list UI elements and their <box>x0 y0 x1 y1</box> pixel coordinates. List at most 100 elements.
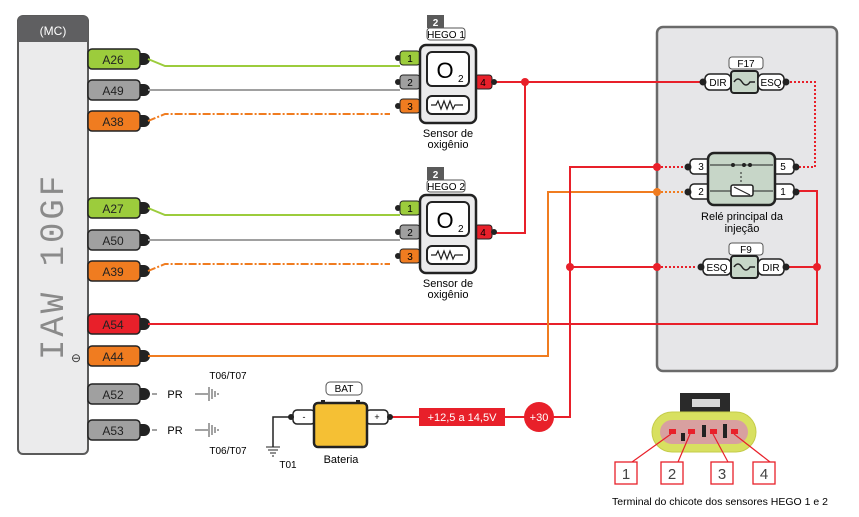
battery-tag: BAT <box>335 384 354 395</box>
sensor-pin-label: 2 <box>407 228 413 239</box>
junction-dots <box>521 78 821 271</box>
ecu-pin-a49: A49 <box>87 79 150 101</box>
fuse-f17: F17 DIR ESQ <box>699 56 790 94</box>
sensor-caption: oxigênio <box>428 289 469 301</box>
relay-body <box>706 151 777 207</box>
ecu-pin-label: A27 <box>102 202 124 216</box>
ecu-pin-a50: A50 <box>87 229 150 251</box>
a52-ground-point: T06/T07 <box>209 371 247 382</box>
battery: BAT T01 - + Bateria +12,5 a 14,5V +30 <box>266 381 554 471</box>
sensor-badge: 2 <box>433 170 439 181</box>
wire-a38 <box>147 113 390 122</box>
ecu-header-label: (MC) <box>40 24 67 38</box>
svg-text:4: 4 <box>760 466 768 483</box>
svg-text:2: 2 <box>668 466 676 483</box>
terminal-30-label: +30 <box>530 412 549 424</box>
battery-positive: + <box>374 412 379 422</box>
ecu-pin-label: A49 <box>102 84 124 98</box>
voltage-badge <box>419 408 505 426</box>
svg-text:2: 2 <box>458 74 464 85</box>
sensor-pin-label: 1 <box>407 54 413 65</box>
ecu-pin-label: A50 <box>102 234 124 248</box>
ecu-pin-a53: A53 <box>87 419 150 441</box>
voltage-label: +12,5 a 14,5V <box>428 412 497 424</box>
ecu-name: IAW 10GF <box>36 173 74 360</box>
svg-text:O: O <box>436 58 453 83</box>
ecu-module: (MC) IAW 10GF ⊖ <box>17 15 89 455</box>
battery-negative: - <box>303 412 306 422</box>
fuse-f17-right-label: ESQ <box>760 78 781 89</box>
sensor-harness-connector <box>631 393 771 463</box>
chassis-ground-icon <box>208 387 219 401</box>
battery-label: Bateria <box>324 454 360 466</box>
ground-icon <box>266 446 280 457</box>
ecu-pin-a26: A26 <box>87 48 150 70</box>
connector-pin-4: 4 <box>752 461 776 485</box>
relay-pin-5: 5 <box>780 162 786 173</box>
wire-a26 <box>147 58 400 67</box>
battery-body <box>312 401 369 449</box>
sensor-badge: 2 <box>433 18 439 29</box>
battery-ground-point: T01 <box>279 460 297 471</box>
relay-pin-2: 2 <box>698 187 704 198</box>
sensor-caption: oxigênio <box>428 139 469 151</box>
wire-f17-relay5 <box>790 81 816 168</box>
connector-pin-2: 2 <box>660 461 684 485</box>
fuse-f17-tag: F17 <box>737 59 755 70</box>
wires-hego2 <box>147 207 400 272</box>
sensor-caption: Sensor de <box>423 278 473 290</box>
svg-text:2: 2 <box>458 224 464 235</box>
ecu-pin-label: A38 <box>102 115 124 129</box>
fuse-f9-left-label: ESQ <box>706 263 727 274</box>
o2-icon <box>426 201 470 237</box>
svg-text:3: 3 <box>718 466 726 483</box>
ecu-pin-label: A44 <box>102 350 124 364</box>
fuse-f9-tag: F9 <box>740 245 752 256</box>
ecu-pin-a44: A44 <box>87 345 150 367</box>
a53-ground-point: T06/T07 <box>209 446 247 457</box>
chassis-ground-icon <box>208 423 219 437</box>
ecu-pin-a27: A27 <box>87 197 150 219</box>
ecu-pin-label: A54 <box>102 318 124 332</box>
ecu-pin-label: A53 <box>102 424 124 438</box>
o2-icon <box>426 51 470 87</box>
sensor-pin-label: 1 <box>407 204 413 215</box>
wires-hego1 <box>147 58 400 122</box>
sensor-caption: Sensor de <box>423 128 473 140</box>
fuse-f17-left-label: DIR <box>709 78 726 89</box>
main-injection-relay: 3 2 5 1 Relé principal da injeção <box>684 151 800 235</box>
internal-wires <box>657 81 816 268</box>
sensor-pin-label: 2 <box>407 78 413 89</box>
wire-hego2-pin4 <box>495 82 526 234</box>
connector-pin-3: 3 <box>710 461 734 485</box>
relay-pin-1: 1 <box>780 187 786 198</box>
relay-caption-1: Relé principal da <box>701 211 784 223</box>
ecu-pin-label: A52 <box>102 388 124 402</box>
ecu-pin-label: A26 <box>102 53 124 67</box>
fuse-f9-right-label: DIR <box>762 263 779 274</box>
ecu-pin-a39: A39 <box>87 260 150 282</box>
wire-a44-relay2 <box>148 191 657 357</box>
svg-text:1: 1 <box>622 466 630 483</box>
connector-caption: Terminal do chicote dos sensores HEGO 1 … <box>612 496 828 508</box>
sensor-pin-label: 3 <box>407 102 413 113</box>
ecu-pin-a52: A52 <box>87 383 150 405</box>
a53-wire-color: PR <box>167 425 182 437</box>
ecu-pin-label: A39 <box>102 265 124 279</box>
ecu-grounds: PR T06/T07 PR T06/T07 <box>152 371 247 457</box>
relay-caption-2: injeção <box>725 223 760 235</box>
terminal-30-badge <box>524 402 554 432</box>
wire-a39 <box>147 263 390 272</box>
sensor-pin-label: 4 <box>480 228 486 239</box>
wire-a27 <box>147 207 400 216</box>
sensor-tag: HEGO 1 <box>427 30 465 41</box>
ecu-header <box>18 16 88 42</box>
a52-wire-color: PR <box>167 389 182 401</box>
fuse-f9: F9 ESQ DIR <box>697 242 790 279</box>
